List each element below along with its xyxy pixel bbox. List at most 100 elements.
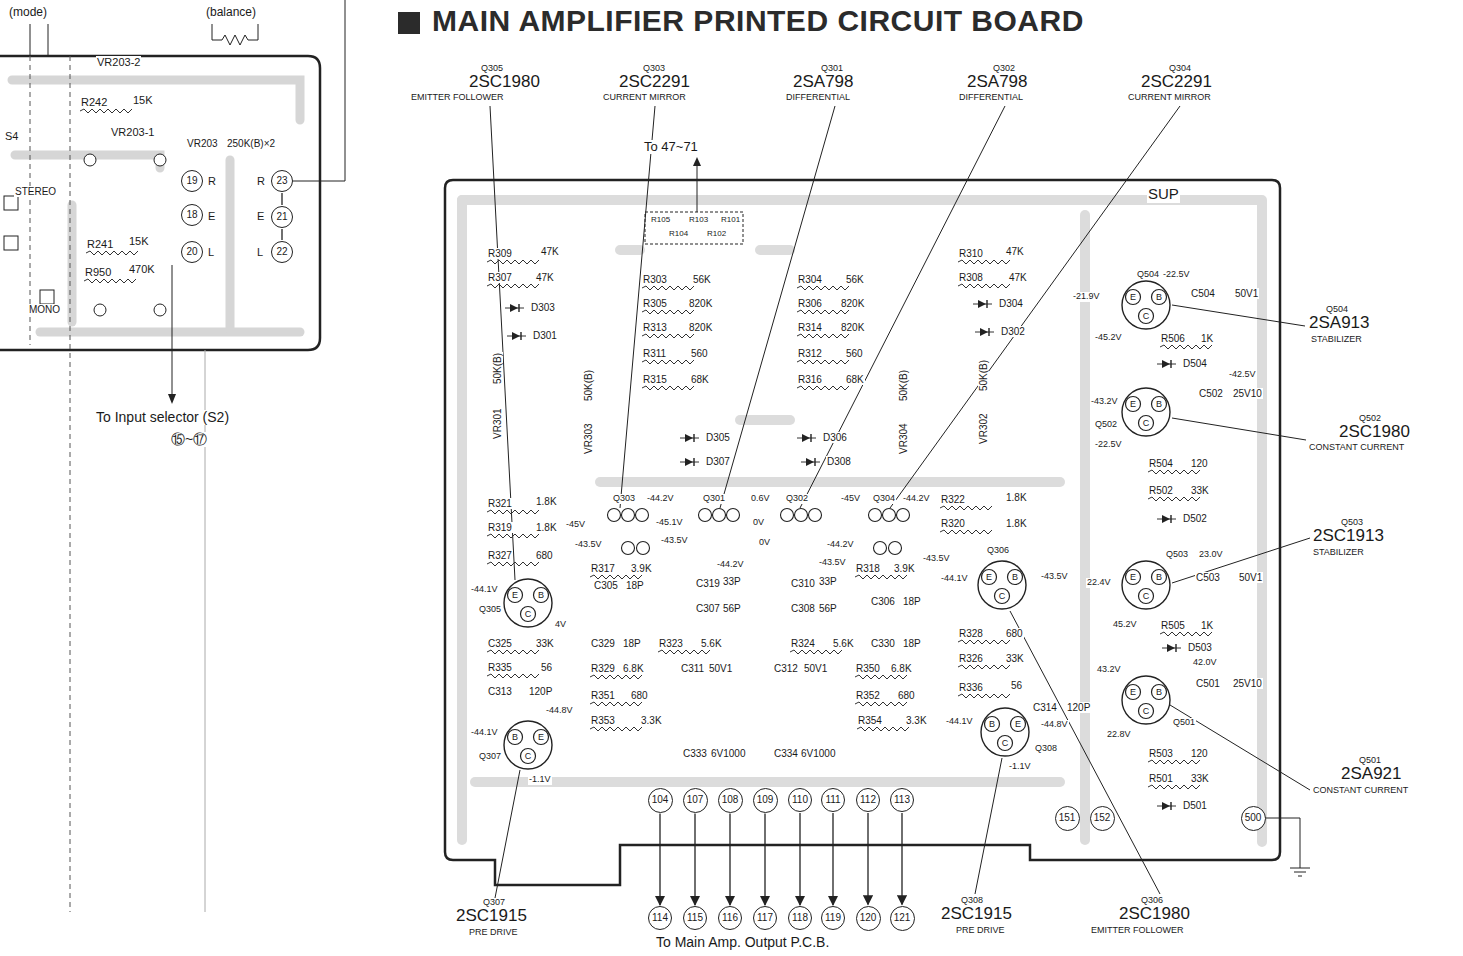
resistor-symbol [855, 575, 907, 579]
board-label: PRE DRIVE [955, 926, 1006, 936]
board-label: 50K(B) [492, 352, 503, 385]
pin-letter: C [998, 738, 1012, 749]
board-label: C502 [1198, 388, 1224, 399]
transistor-lead-pad [1008, 570, 1023, 585]
board-label: -1.1V [528, 775, 552, 785]
transistor-lead-pad [608, 509, 621, 522]
transistor-lead-pad [622, 542, 635, 555]
board-label: 56P [818, 603, 838, 614]
resistor-symbol [958, 640, 1010, 644]
transistor-lead-pad [1011, 717, 1026, 732]
diode-symbol [802, 434, 810, 442]
board-label: 2SC1980 [1118, 905, 1191, 924]
terminal-number: 19 [186, 176, 197, 186]
diode-bar [810, 434, 811, 442]
resistor-symbol [590, 575, 642, 579]
board-label: 820K [840, 322, 865, 333]
board-label: 2SC2291 [1140, 73, 1213, 92]
board-label: ⑮~⑰ [170, 432, 208, 447]
transistor-lead-pad [622, 509, 635, 522]
diode-symbol [512, 332, 520, 340]
board-label: -44.1V [470, 585, 499, 595]
switch-pad [4, 236, 18, 250]
pin-letter: B [1152, 292, 1166, 303]
board-label: 3.3K [905, 715, 928, 726]
board-label: To Main Amp. Output P.C.B. [655, 935, 830, 950]
board-label: 0.6V [750, 494, 771, 504]
resistor-label: R328 [958, 628, 984, 639]
diode-bar [1170, 515, 1171, 523]
pin-letter: E [1126, 399, 1140, 410]
board-label: EMITTER FOLLOWER [1090, 926, 1185, 936]
terminal-number: 107 [687, 795, 704, 805]
title-bullet [398, 12, 420, 34]
board-label: 50V1 [708, 663, 733, 674]
board-label: 42.0V [1192, 658, 1218, 668]
board-label: -44.1V [940, 574, 969, 584]
pin-letter: E [1126, 572, 1140, 583]
transistor-lead-pad [1152, 570, 1167, 585]
transistor-lead-pad [883, 509, 896, 522]
board-label: -42.5V [1228, 370, 1257, 380]
resistor-symbol [797, 334, 849, 338]
board-label: Q302 [785, 494, 809, 504]
board-label: 6.8K [622, 663, 645, 674]
terminal-circle: 113 [890, 788, 914, 812]
terminal-number: 20 [186, 247, 197, 257]
board-label: -43.5V [574, 540, 603, 550]
board-label: 120P [1066, 702, 1091, 713]
terminal-circle: 120 [856, 906, 881, 931]
resistor-symbol [790, 650, 842, 654]
arrow-head [168, 394, 176, 404]
board-label: 33K [1190, 485, 1210, 496]
board-label: C314 [1032, 702, 1058, 713]
diode-bar [520, 332, 521, 340]
diode-label: D303 [530, 302, 556, 313]
terminal-circle: 115 [683, 906, 707, 930]
terminal-number: 109 [757, 795, 774, 805]
wire [293, 0, 345, 181]
resistor-label: R310 [958, 248, 984, 259]
resistor-symbol [487, 534, 539, 538]
board-label: C312 [773, 663, 799, 674]
transistor-lead-pad [534, 730, 549, 745]
terminal-number: 117 [757, 913, 773, 923]
resistor-symbol [1160, 345, 1212, 349]
board-label: 120P [528, 686, 553, 697]
transistor-lead-pad [699, 509, 712, 522]
resistor-label: R319 [487, 522, 513, 533]
diode-bar [518, 304, 519, 312]
board-label: EMITTER FOLLOWER [410, 93, 505, 103]
board-label: 2SA921 [1340, 765, 1403, 784]
terminal-circle: 23 [271, 170, 293, 192]
board-label: STABILIZER [1310, 335, 1363, 345]
solder-pad [154, 154, 166, 166]
resistor-symbol [487, 650, 539, 654]
board-label: 18P [902, 596, 922, 607]
resistor-label: R350 [855, 663, 881, 674]
board-label: 2SA913 [1308, 314, 1371, 333]
board-label: 4V [554, 620, 567, 630]
board-outline [445, 180, 1280, 885]
board-label: PRE DRIVE [468, 928, 519, 938]
resistor-symbol [958, 284, 1010, 288]
resistor-symbol [857, 727, 909, 731]
pin-letter: C [1139, 706, 1153, 717]
board-label: 56P [722, 603, 742, 614]
resistor-label: R323 [658, 638, 684, 649]
transistor-lead-pad [1152, 685, 1167, 700]
transistor-lead-pad [874, 542, 887, 555]
transistor-lead-pad [727, 509, 740, 522]
terminal-number: 113 [894, 795, 910, 805]
resistor-label: R335 [487, 662, 513, 673]
board-label: 680 [897, 690, 916, 701]
resistor-symbol [1148, 497, 1200, 501]
terminal-circle: 117 [753, 906, 777, 930]
diode-symbol [980, 328, 988, 336]
diode-label: D308 [826, 456, 852, 467]
solder-pad [154, 304, 166, 316]
pin-letter: B [508, 732, 522, 743]
connector-line [281, 229, 282, 240]
bracket-line [30, 24, 48, 56]
resistor-label: R242 [80, 96, 108, 108]
